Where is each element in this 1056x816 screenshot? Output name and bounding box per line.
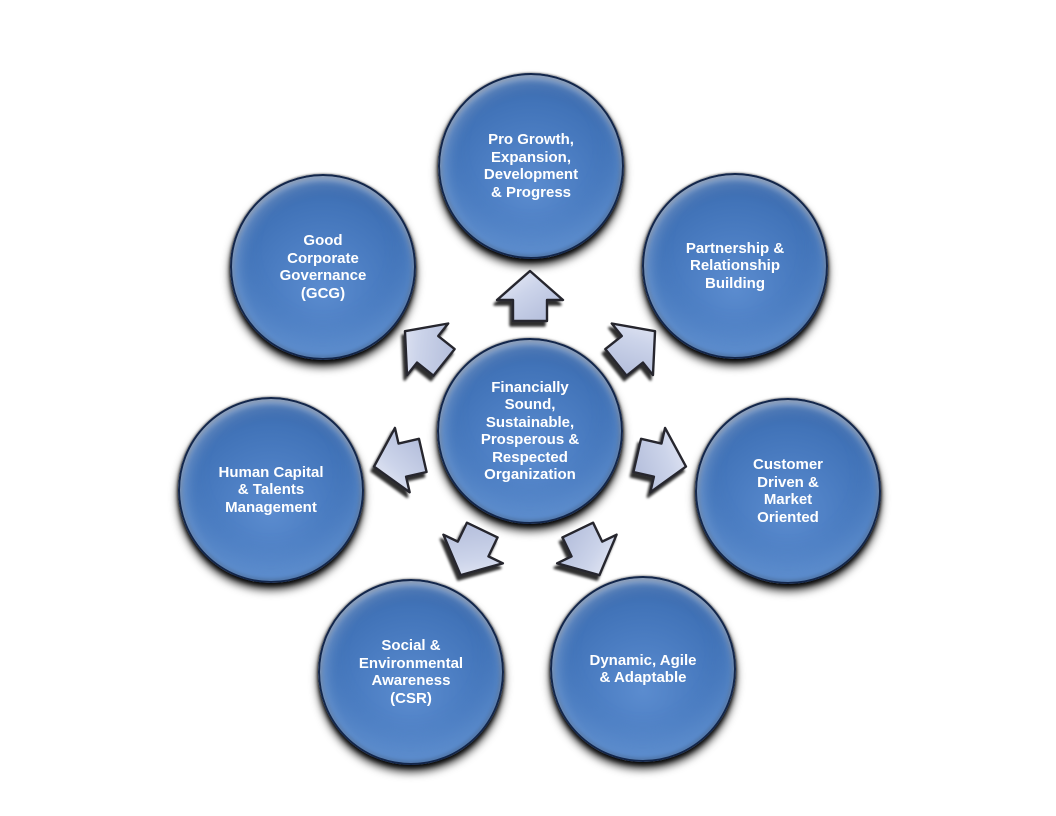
node-pro-growth: Pro Growth, Expansion, Development & Pro… — [438, 73, 624, 259]
node-human-capital: Human Capital & Talents Management — [178, 397, 364, 583]
arrow-down-right-icon — [546, 514, 631, 591]
arrow-up-icon — [495, 269, 565, 323]
node-center-financially-sound: Financially Sound, Sustainable, Prospero… — [437, 338, 623, 524]
node-label: Financially Sound, Sustainable, Prospero… — [480, 378, 580, 484]
arrow-left-icon — [365, 422, 432, 500]
node-label: Dynamic, Agile & Adaptable — [589, 651, 697, 687]
node-dynamic-agile: Dynamic, Agile & Adaptable — [550, 576, 736, 762]
node-social-environmental: Social & Environmental Awareness (CSR) — [318, 579, 504, 765]
node-label: Customer Driven & Market Oriented — [752, 456, 823, 526]
node-label: Social & Environmental Awareness (CSR) — [358, 637, 464, 707]
node-label: Pro Growth, Expansion, Development & Pro… — [483, 131, 579, 201]
arrow-right-icon — [628, 422, 695, 500]
node-label: Good Corporate Governance (GCG) — [279, 232, 367, 302]
node-good-corporate-governance: Good Corporate Governance (GCG) — [230, 174, 416, 360]
node-customer-driven: Customer Driven & Market Oriented — [695, 398, 881, 584]
node-label: Human Capital & Talents Management — [218, 463, 324, 516]
arrow-down-left-icon — [429, 514, 514, 591]
node-label: Partnership & Relationship Building — [685, 239, 785, 292]
node-partnership: Partnership & Relationship Building — [642, 173, 828, 359]
